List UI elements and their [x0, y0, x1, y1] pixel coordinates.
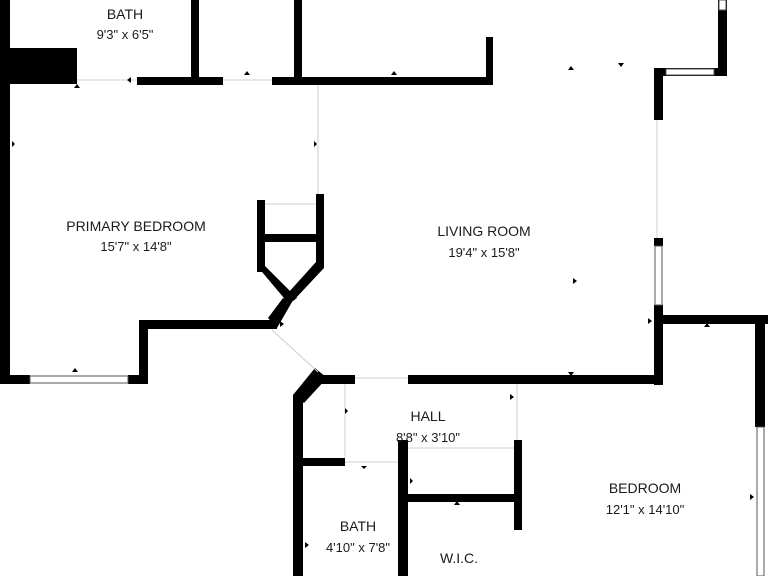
- wall-bath-right: [191, 0, 199, 82]
- wall-primary-left: [0, 48, 10, 384]
- wall-bath-left: [293, 395, 303, 576]
- window-living-right-top: [665, 68, 715, 76]
- room-dims-bedroom: 12'1" x 14'10": [606, 502, 685, 517]
- wall-closet-diag-left: [257, 266, 297, 304]
- wall-closet-right: [294, 0, 302, 82]
- wall-primary-bottom-left: [0, 375, 30, 384]
- wall-closet-block: [0, 48, 77, 84]
- wall-closet-mid: [257, 234, 323, 242]
- window-primary-bottom: [29, 375, 129, 384]
- windows: [29, 0, 765, 576]
- wall-corner-join: [268, 298, 292, 328]
- window-top-right: [718, 0, 727, 11]
- wall-primary-jog-vert: [139, 320, 148, 384]
- room-name-bath-top: BATH: [107, 6, 143, 22]
- wall-hall-diag: [293, 368, 327, 403]
- wall-closet-diag-right: [288, 262, 324, 300]
- room-dims-bath-bottom: 4'10" x 7'8": [326, 540, 390, 555]
- wall-bath-right2: [398, 440, 408, 576]
- wall-living-right-low: [654, 305, 663, 385]
- room-dims-living-room: 19'4" x 15'8": [448, 245, 520, 260]
- wall-living-bottom-2: [408, 375, 663, 384]
- wall-living-bottom-1: [320, 375, 355, 384]
- opening-primary-door: [271, 329, 319, 373]
- room-dims-hall: 8'8" x 3'10": [396, 430, 460, 445]
- wall-living-right-mid: [654, 238, 663, 246]
- wall-ticks: [12, 63, 754, 548]
- window-bedroom-right: [756, 426, 765, 576]
- wall-stub-up: [486, 37, 493, 85]
- wall-living-right-top: [654, 68, 663, 120]
- room-name-bedroom: BEDROOM: [609, 480, 681, 496]
- room-dims-bath-top: 9'3" x 6'5": [97, 27, 154, 42]
- room-name-hall: HALL: [410, 408, 445, 424]
- window-living-right: [654, 245, 663, 306]
- room-name-living-room: LIVING ROOM: [437, 223, 530, 239]
- wall-primary-bottom-right: [128, 375, 148, 384]
- wall-top-horizontal-1: [137, 77, 223, 85]
- wall-top-right-vert: [718, 0, 727, 76]
- wall-bedroom-top: [654, 315, 768, 324]
- room-name-bath-bottom: BATH: [340, 518, 376, 534]
- room-name-primary-bedroom: PRIMARY BEDROOM: [66, 218, 206, 234]
- wall-closet-right2: [316, 194, 324, 268]
- wall-wic-right: [514, 440, 522, 530]
- wall-primary-jog-horiz: [139, 320, 277, 329]
- wall-bath-shelf: [293, 458, 345, 466]
- room-labels: BATH 9'3" x 6'5" PRIMARY BEDROOM 15'7" x…: [66, 6, 684, 566]
- wall-wic-top: [398, 494, 522, 502]
- room-name-wic: W.I.C.: [440, 550, 478, 566]
- room-dims-primary-bedroom: 15'7" x 14'8": [100, 239, 172, 254]
- wall-bedroom-right: [755, 315, 765, 427]
- openings: [77, 79, 658, 463]
- wall-bath-top-left: [0, 0, 10, 50]
- wall-top-horizontal-2: [272, 77, 492, 85]
